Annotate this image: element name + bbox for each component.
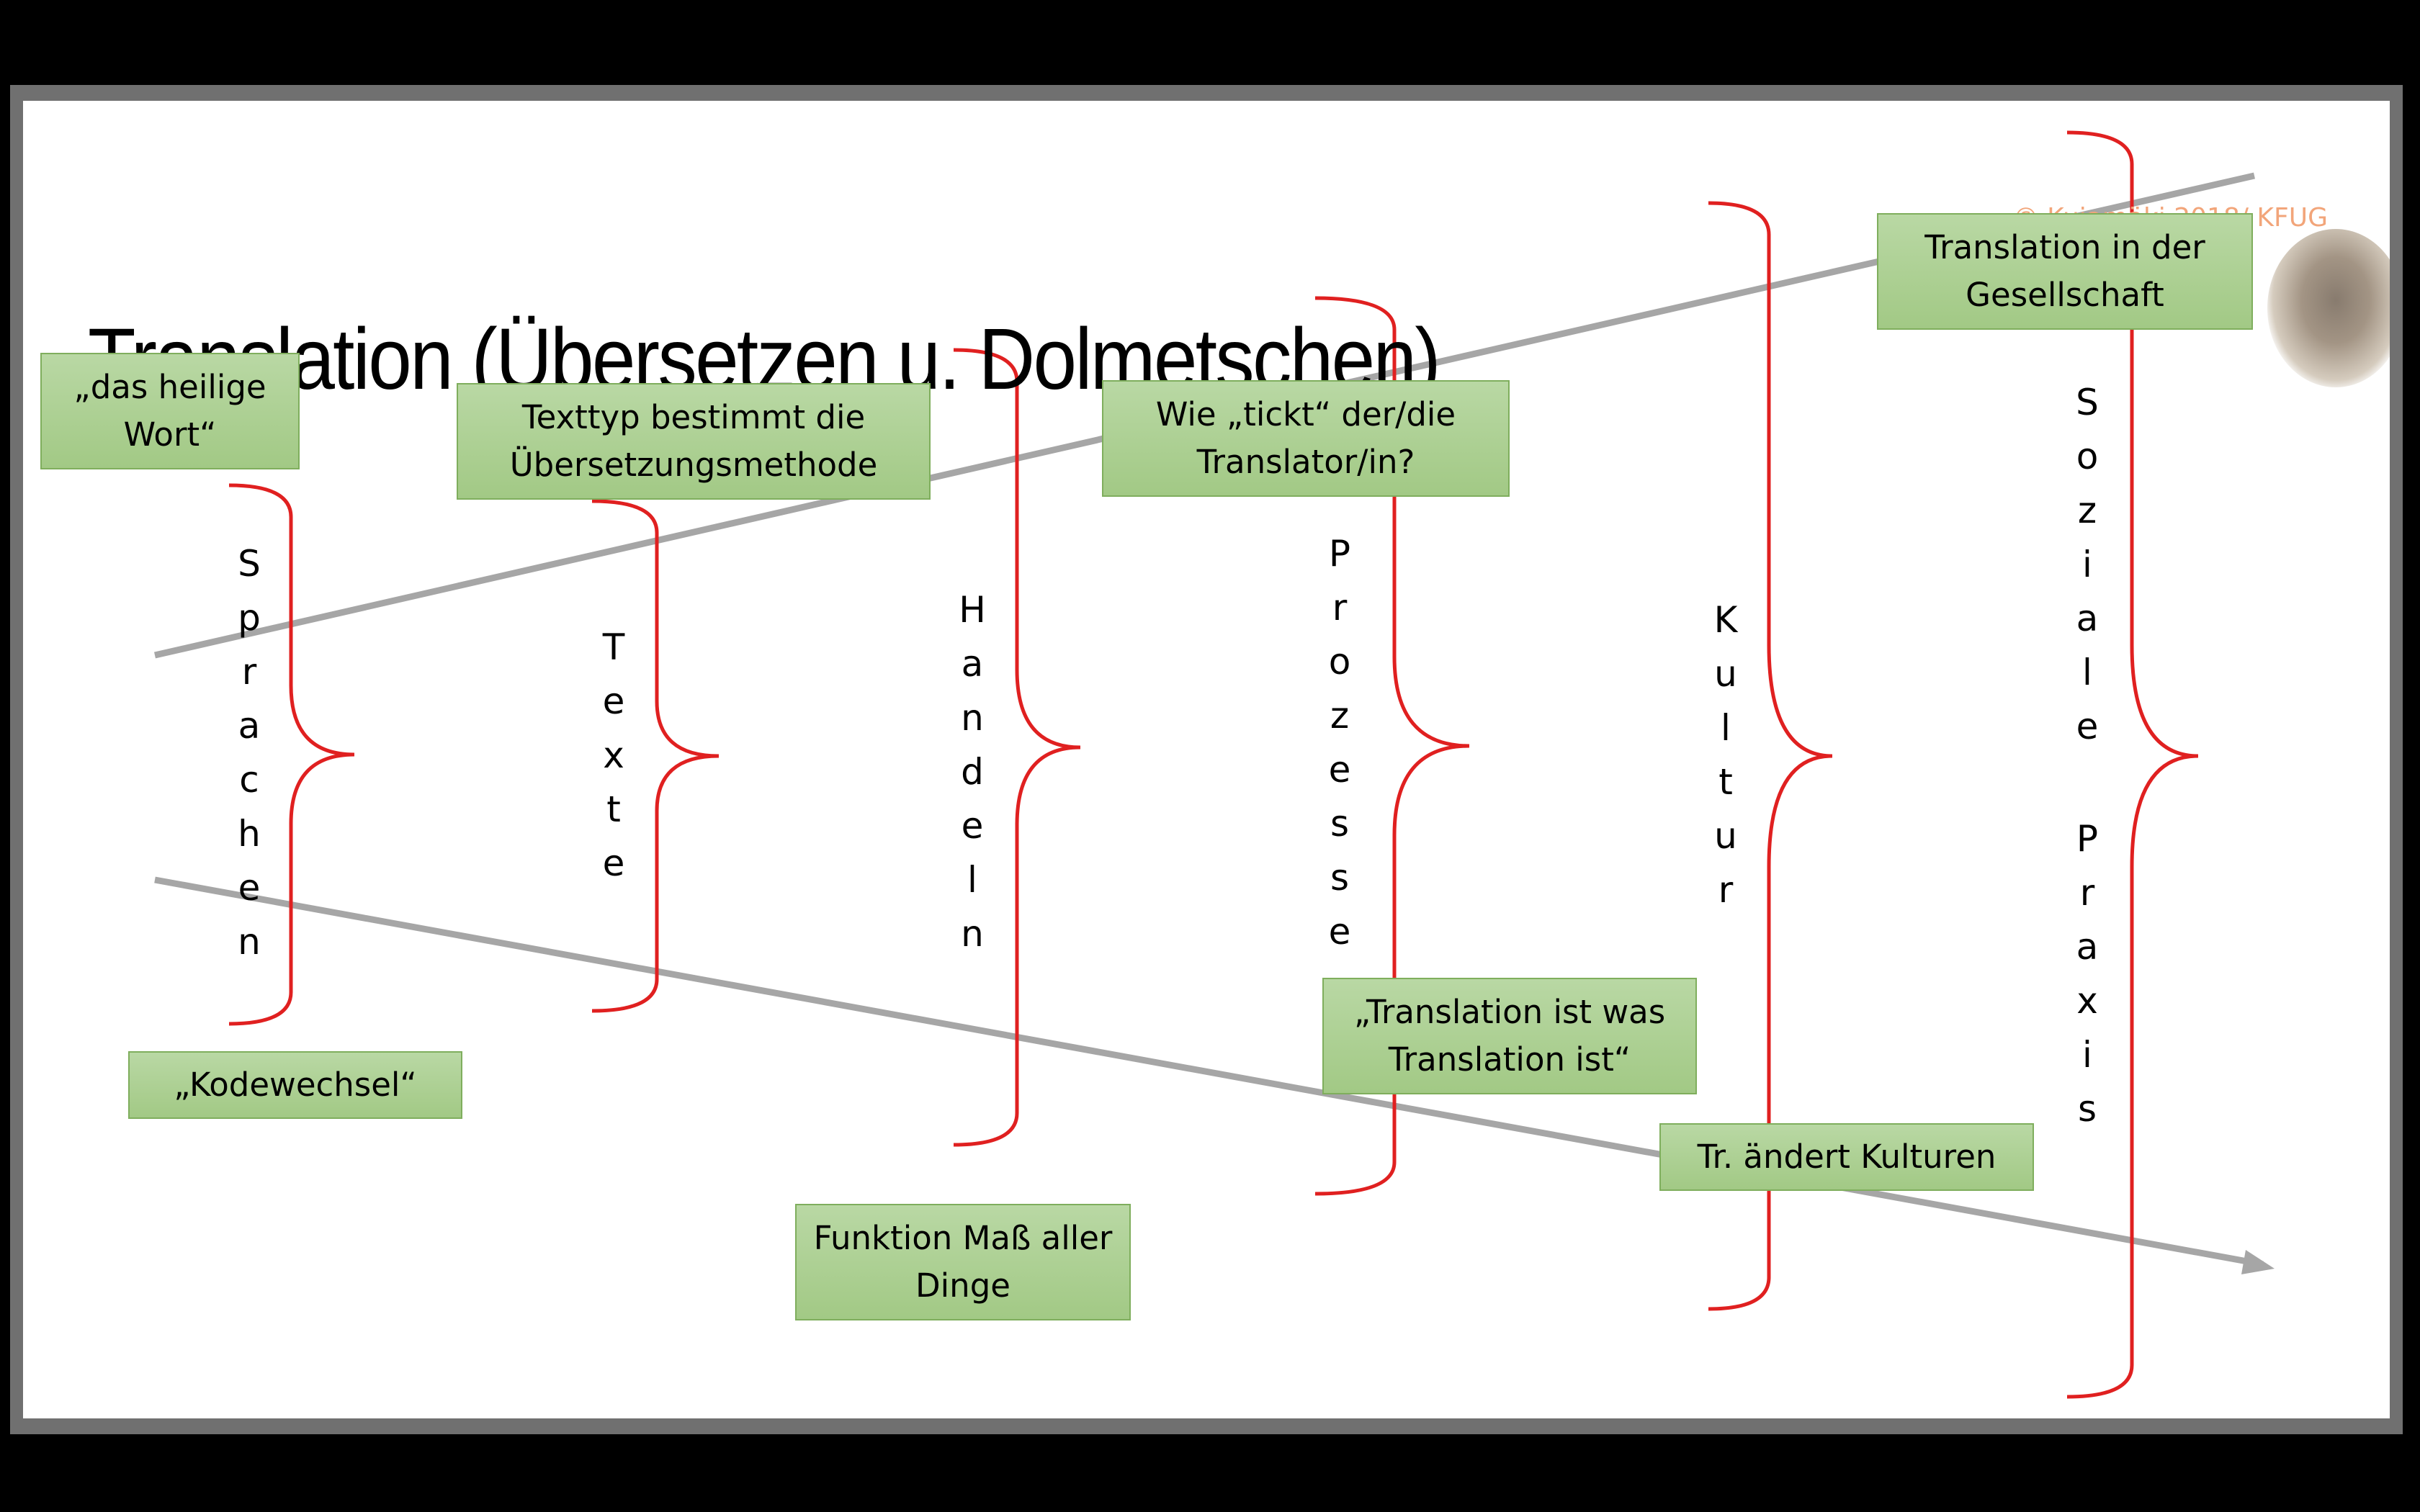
slide: © Kujamäki 2018/ KFUG Translation (Übers… bbox=[23, 101, 2390, 1418]
box-texttyp: Texttyp bestimmt die Übersetzungsmethode bbox=[457, 383, 931, 500]
bracket-handeln bbox=[953, 348, 1081, 1147]
box-gesellschaft: Translation in der Gesellschaft bbox=[1877, 213, 2253, 330]
bracket-kultur bbox=[1708, 201, 1833, 1311]
box-funktion: Funktion Maß aller Dinge bbox=[795, 1204, 1131, 1320]
box-translation-ist: „Translation ist was Translation ist“ bbox=[1322, 978, 1697, 1094]
box-heilige-wort: „das heilige Wort“ bbox=[40, 353, 300, 469]
portrait-image bbox=[2267, 229, 2390, 387]
box-kodewechsel: „Kodewechsel“ bbox=[128, 1051, 462, 1119]
box-tickt: Wie „tickt“ der/die Translator/in? bbox=[1102, 380, 1510, 497]
bracket-texte bbox=[591, 499, 720, 1013]
bracket-prozesse bbox=[1314, 296, 1470, 1196]
lower-arrow-line bbox=[154, 876, 2264, 1268]
lower-arrowhead bbox=[2241, 1250, 2275, 1274]
bracket-soziale-praxis bbox=[2066, 130, 2199, 1399]
box-kulturen: Tr. ändert Kulturen bbox=[1659, 1123, 2034, 1191]
bracket-sprachen bbox=[228, 483, 355, 1026]
